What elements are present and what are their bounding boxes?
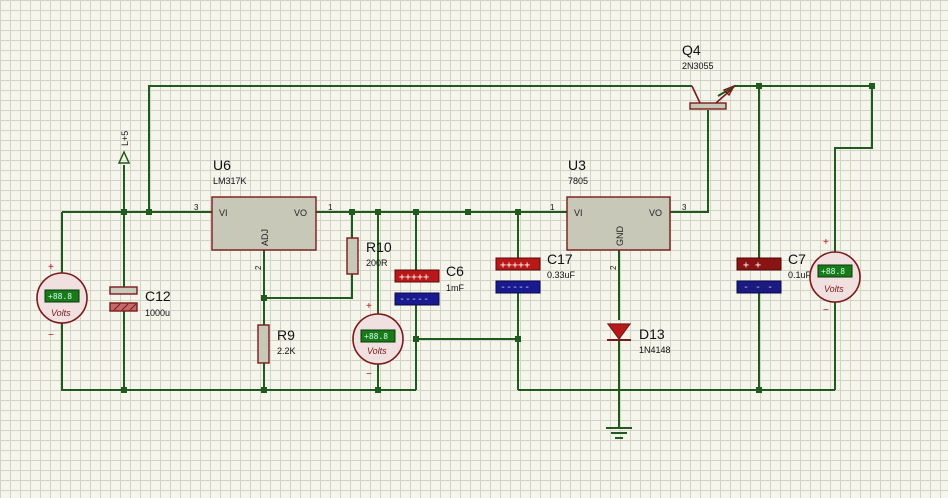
r9-ref: R9 [277, 327, 295, 343]
junctions [121, 83, 875, 393]
voltmeter-1-display: +88.8 [48, 292, 72, 301]
u6-value: LM317K [213, 176, 247, 186]
q4-ref: Q4 [682, 42, 701, 58]
u3-gnd-label: GND [615, 226, 625, 247]
u3-pin-gnd: 2 [609, 265, 618, 270]
c6-ref: C6 [446, 263, 464, 279]
r9-value: 2.2K [277, 346, 296, 356]
voltmeter-1-unit: Volts [51, 308, 71, 318]
voltmeter-3[interactable]: +88.8 Volts + − [809, 237, 861, 316]
d13-value: 1N4148 [639, 345, 671, 355]
voltmeter-1-plus: + [48, 262, 54, 273]
c6-value: 1mF [446, 283, 465, 293]
voltmeter-1[interactable]: +88.8 Volts + − [36, 262, 88, 341]
voltmeter-2-display: +88.8 [364, 332, 388, 341]
u3-vi-label: VI [574, 208, 583, 218]
voltmeter-3-display: +88.8 [821, 267, 845, 276]
svg-text:-----: ----- [399, 294, 429, 305]
capacitor-c7[interactable]: + + - - - C7 0.1uF [736, 251, 812, 294]
c17-ref: C17 [547, 251, 573, 267]
power-label: L+5 [120, 131, 130, 146]
q4-value: 2N3055 [682, 61, 714, 71]
regulator-u3[interactable]: U3 7805 VI VO GND 1 3 2 [550, 157, 687, 270]
ground-symbol [606, 427, 632, 439]
c17-value: 0.33uF [547, 270, 576, 280]
u6-pin-out: 1 [328, 203, 333, 212]
wires [61, 85, 873, 428]
r10-ref: R10 [366, 239, 392, 255]
u6-vi-label: VI [219, 208, 228, 218]
capacitor-c17[interactable]: +++++ ----- C17 0.33uF [495, 251, 576, 294]
u6-ref: U6 [213, 157, 231, 173]
svg-text:+++++: +++++ [399, 272, 429, 283]
capacitor-c6[interactable]: +++++ ----- C6 1mF [394, 263, 465, 306]
voltmeter-2[interactable]: +88.8 Volts + − [352, 301, 404, 380]
diode-d13[interactable]: D13 1N4148 [606, 323, 671, 355]
c12-ref: C12 [145, 288, 171, 304]
u3-pin-out: 3 [682, 203, 687, 212]
voltmeter-2-plus: + [366, 301, 372, 312]
u6-pin-adj: 2 [254, 265, 263, 270]
resistor-r10[interactable]: R10 200R [346, 237, 392, 275]
power-terminal[interactable]: L+5 [117, 131, 131, 164]
d13-ref: D13 [639, 326, 665, 342]
c7-value: 0.1uF [788, 270, 812, 280]
voltmeter-3-minus: − [823, 305, 829, 316]
r10-value: 200R [366, 258, 388, 268]
svg-text:-----: ----- [500, 282, 530, 293]
capacitor-c12[interactable]: C12 1000u [109, 286, 171, 318]
u3-pin-in: 1 [550, 203, 555, 212]
u6-vo-label: VO [294, 208, 307, 218]
u3-ref: U3 [568, 157, 586, 173]
voltmeter-2-unit: Volts [367, 346, 387, 356]
svg-text:+++++: +++++ [500, 260, 530, 271]
voltmeter-3-unit: Volts [824, 284, 844, 294]
voltmeter-3-plus: + [823, 237, 829, 248]
voltmeter-1-minus: − [48, 330, 54, 341]
svg-text:+ +: + + [743, 260, 761, 271]
voltmeter-2-minus: − [366, 369, 372, 380]
u3-value: 7805 [568, 176, 588, 186]
transistor-q4[interactable]: Q4 2N3055 [682, 42, 736, 110]
c7-ref: C7 [788, 251, 806, 267]
regulator-u6[interactable]: U6 LM317K VI VO ADJ 3 1 2 [194, 157, 333, 270]
svg-text:- - -: - - - [743, 282, 773, 293]
u3-vo-label: VO [649, 208, 662, 218]
u6-adj-label: ADJ [260, 229, 270, 246]
resistor-r9[interactable]: R9 2.2K [257, 324, 296, 364]
u6-pin-in: 3 [194, 203, 199, 212]
c12-value: 1000u [145, 308, 170, 318]
